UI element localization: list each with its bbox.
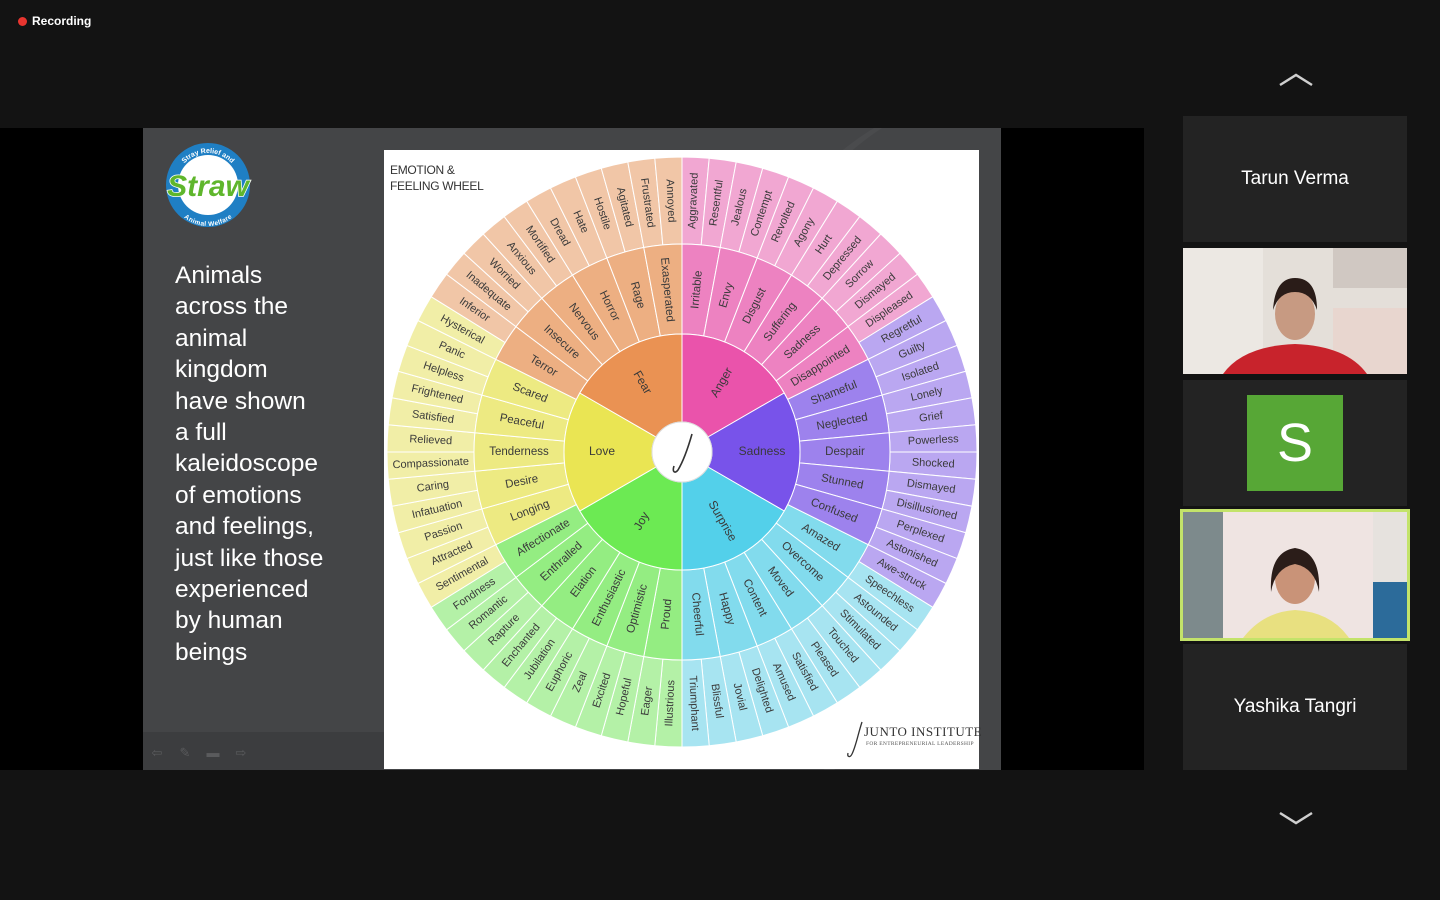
- recording-label: Recording: [32, 14, 92, 28]
- slide-text-line: kingdom: [175, 356, 268, 384]
- slides-menu-icon[interactable]: ▬: [206, 745, 220, 760]
- straw-logo: Stray Relief and Animal Welfare Straw: [166, 143, 251, 228]
- wheel-outer-label: Eager: [639, 685, 655, 716]
- wheel-middle-label: Tenderness: [489, 446, 549, 458]
- slide-text-line: animal: [175, 324, 248, 352]
- wheel-title: EMOTION & FEELING WHEEL: [390, 162, 510, 194]
- slide-text-line: across the: [175, 293, 289, 321]
- slide-text-line: kaleidoscope: [175, 450, 319, 478]
- slide-text-line: have shown: [175, 387, 306, 415]
- active-speaker-tile[interactable]: [1180, 509, 1410, 641]
- wheel-middle-label: Proud: [660, 598, 675, 630]
- junto-name: JUNTO INSTITUTE: [864, 724, 983, 739]
- wheel-core-label: Sadness: [739, 444, 786, 458]
- slide-text-line: and feelings,: [175, 513, 314, 541]
- wheel-outer-label: Annoyed: [663, 179, 677, 223]
- wheel-title-line: EMOTION &: [390, 163, 455, 177]
- junto-subtitle: FOR ENTREPRENEURIAL LEADERSHIP: [866, 741, 974, 747]
- wheel-center: [651, 421, 713, 483]
- junto-j-mark-icon: [847, 721, 863, 758]
- junto-institute-logo: JUNTO INSTITUTE FOR ENTREPRENEURIAL LEAD…: [846, 721, 982, 762]
- slide-text-line: by human: [175, 607, 283, 635]
- wheel-middle-label: Despair: [825, 446, 865, 458]
- slide-text-line: experienced: [175, 576, 309, 604]
- logo-text: Straw: [167, 170, 250, 203]
- slide-text-line: Animals: [175, 262, 263, 289]
- wheel-outer-label: Relieved: [409, 433, 452, 447]
- wheel-core-label: Love: [589, 444, 615, 458]
- participant-avatar: S: [1247, 395, 1343, 491]
- wheel-middle-label: Irritable: [689, 270, 704, 309]
- wheel-outer-label: Aggravated: [686, 172, 701, 229]
- wheel-outer-label: Grief: [918, 409, 944, 424]
- recording-dot-icon: [18, 16, 27, 26]
- junto-center-mark-icon: [672, 433, 693, 473]
- scroll-up-chevron-icon[interactable]: [1276, 70, 1316, 90]
- wheel-middle-label: Desire: [504, 473, 539, 491]
- active-speaker-video-feed: [1183, 512, 1407, 638]
- pen-icon[interactable]: ✎: [179, 745, 191, 760]
- slide-text-line: a full: [175, 419, 227, 447]
- wheel-title-line: FEELING WHEEL: [390, 179, 484, 193]
- slide-text-line: just like those: [175, 544, 324, 572]
- participant-tile-tarun[interactable]: Tarun Verma: [1183, 116, 1407, 242]
- wheel-outer-label: Satisfied: [411, 408, 454, 426]
- participant-tile-yashika[interactable]: Yashika Tangri: [1183, 644, 1407, 770]
- slide-text-line: of emotions: [175, 481, 302, 509]
- participant-tile-s[interactable]: S: [1183, 380, 1407, 506]
- presentation-slide: Stray Relief and Animal Welfare Straw An…: [143, 128, 1001, 770]
- previous-slide-icon[interactable]: ⇦: [151, 745, 163, 760]
- scroll-down-chevron-icon[interactable]: [1276, 808, 1316, 828]
- wheel-outer-label: Caring: [416, 478, 450, 494]
- wheel-outer-label: Illustrious: [663, 679, 677, 726]
- participant-name: Tarun Verma: [1241, 168, 1349, 189]
- wheel-outer-label: Blissful: [708, 683, 725, 719]
- wheel-middle-label: Exasperated: [658, 257, 676, 322]
- wheel-outer-label: Compassionate: [392, 456, 469, 472]
- next-slide-icon[interactable]: ⇨: [235, 745, 247, 760]
- wheel-outer-label: Triumphant: [686, 675, 701, 731]
- participant-video-tile[interactable]: [1183, 248, 1407, 374]
- slide-text-line: beings: [175, 638, 248, 666]
- wheel-middle-label: Cheerful: [689, 592, 705, 636]
- slide-controls-bar: [143, 732, 384, 770]
- wheel-outer-label: Powerless: [908, 433, 960, 447]
- recording-indicator: Recording: [18, 14, 91, 28]
- participant-name: Yashika Tangri: [1233, 696, 1357, 717]
- slide-body-text: Animals across the animal kingdom have s…: [175, 260, 355, 668]
- participant-video-feed: [1183, 248, 1407, 374]
- wheel-outer-label: Shocked: [912, 457, 955, 471]
